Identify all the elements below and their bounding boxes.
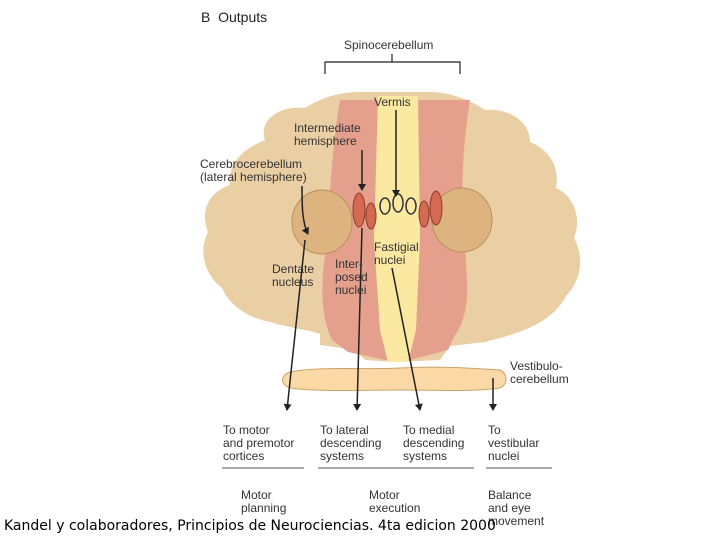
- function-balance-eye-movement: Balance and eye movement: [488, 488, 545, 528]
- label-interposed-nuclei: Inter- posed nuclei: [335, 257, 368, 297]
- function-motor-planning: Motor planning: [241, 488, 287, 515]
- target-vestibular-nuclei: To vestibular nuclei: [488, 423, 540, 463]
- vestibulocerebellum-shape: [282, 366, 507, 391]
- interposed-nucleus-left-inner: [365, 202, 377, 230]
- label-spinocerebellum: Spinocerebellum: [344, 38, 434, 52]
- target-medial-descending: To medial descending systems: [403, 423, 465, 463]
- target-motor-cortices: To motor and premotor cortices: [223, 423, 295, 463]
- interposed-nucleus-left-outer: [352, 192, 366, 228]
- dentate-nucleus-left: [291, 189, 353, 255]
- label-cerebrocerebellum: Cerebrocerebellum (lateral hemisphere): [200, 157, 307, 184]
- pathway-fastigial: [391, 267, 423, 411]
- interposed-nucleus-right-outer: [429, 190, 443, 226]
- pathway-interposed: [353, 227, 363, 411]
- label-dentate-nucleus: Dentate nucleus: [272, 262, 315, 289]
- target-lateral-descending: To lateral descending systems: [320, 423, 382, 463]
- label-fastigial-nuclei: Fastigial nuclei: [374, 240, 419, 267]
- label-vestibulocerebellum: Vestibulo- cerebellum: [510, 359, 569, 386]
- label-vermis: Vermis: [374, 95, 411, 109]
- fastigial-nucleus-2: [392, 193, 404, 213]
- fastigial-nucleus-1: [379, 197, 391, 215]
- vermis-zone: [374, 96, 420, 362]
- label-intermediate-hemisphere: Intermediate hemisphere: [294, 121, 361, 148]
- function-motor-execution: Motor execution: [369, 488, 421, 515]
- citation-caption: Kandel y colaboradores, Principios de Ne…: [4, 518, 496, 534]
- fastigial-nucleus-3: [405, 197, 417, 215]
- figure-heading: B Outputs: [201, 9, 268, 25]
- pathway-dentate: [283, 239, 306, 411]
- interposed-nucleus-right-inner: [418, 200, 430, 228]
- arrow-cerebrocerebellum: [301, 185, 309, 235]
